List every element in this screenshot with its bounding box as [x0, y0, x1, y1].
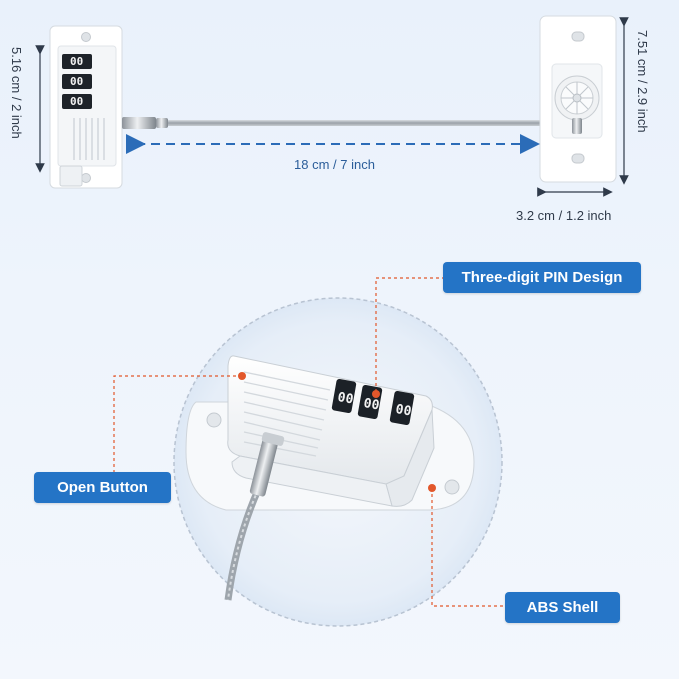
callout-lines [113, 277, 505, 607]
svg-text:0: 0 [402, 403, 412, 419]
closeup-cable [224, 432, 285, 601]
left-lock-dials: 00 00 00 [62, 54, 92, 109]
length-label: 18 cm / 7 inch [294, 157, 375, 172]
dial-digit-1: 0 [336, 390, 346, 406]
closeup-dials: 0 0 0 0 0 0 [331, 378, 415, 426]
steel-cable [122, 117, 550, 129]
svg-text:00: 00 [70, 95, 83, 108]
svg-text:00: 00 [70, 55, 83, 68]
svg-text:00: 00 [70, 75, 83, 88]
callout-dots [238, 372, 436, 492]
abs-shell-badge: ABS Shell [505, 592, 620, 623]
svg-text:0: 0 [344, 391, 354, 407]
pin-design-badge: Three-digit PIN Design [443, 262, 641, 293]
svg-text:0: 0 [370, 397, 380, 413]
dial-digit-3: 0 [394, 402, 404, 418]
open-button-badge: Open Button [34, 472, 171, 503]
width-label: 3.2 cm / 1.2 inch [516, 208, 612, 223]
dial-digit-2: 0 [362, 396, 372, 412]
right-wall-mount [539, 15, 617, 183]
